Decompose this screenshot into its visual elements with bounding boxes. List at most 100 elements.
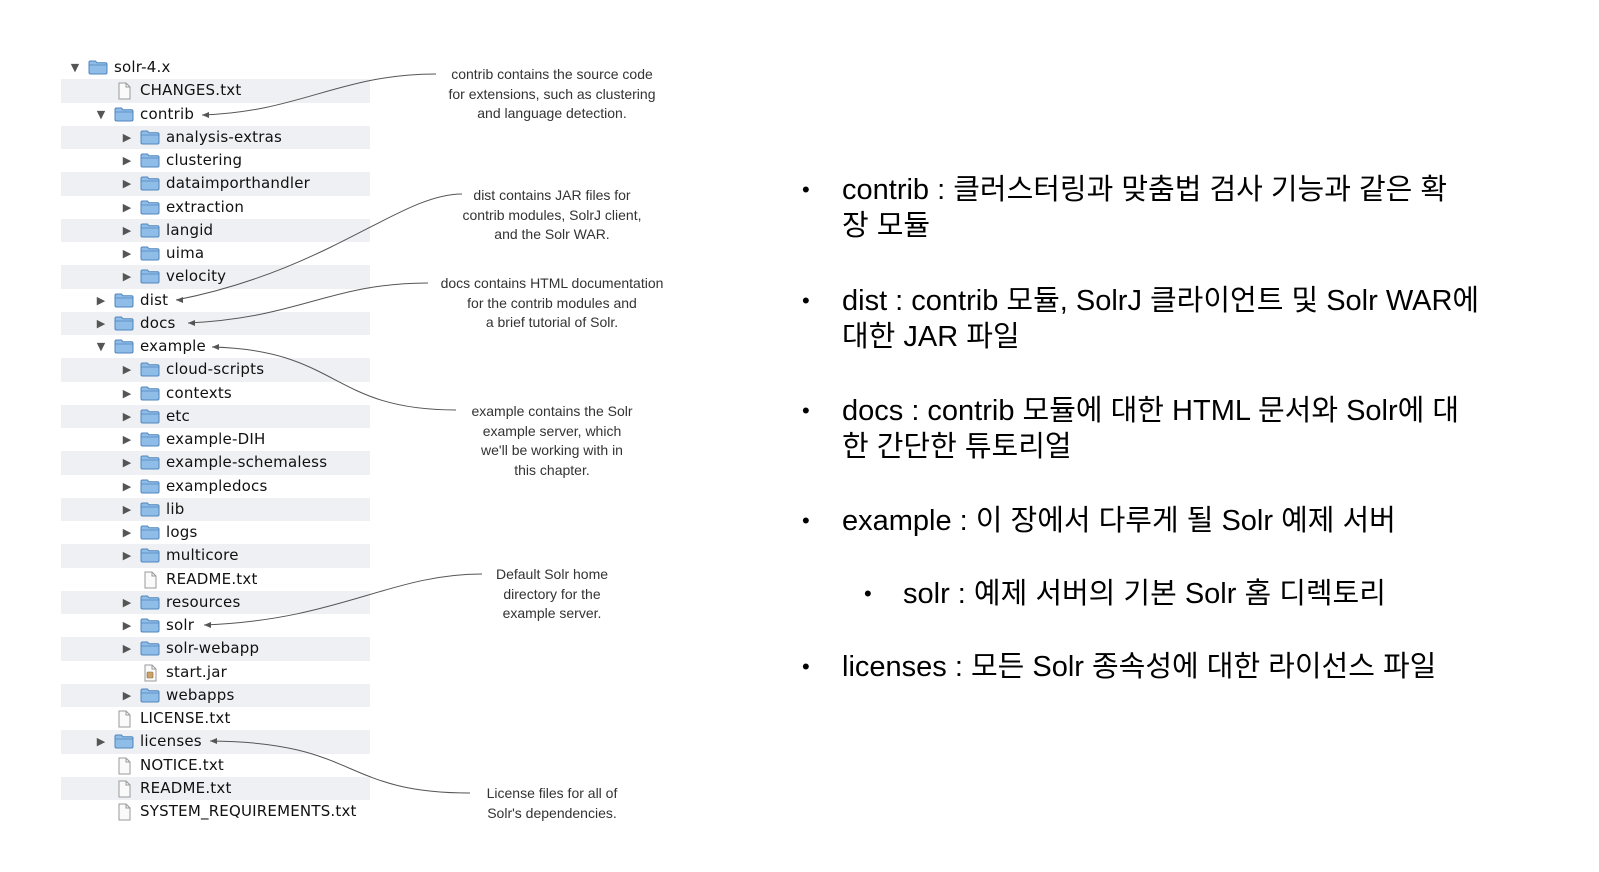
disclosure-closed-icon[interactable]: ▶ bbox=[122, 479, 132, 493]
tree-item-label: clustering bbox=[166, 151, 243, 169]
folder-icon bbox=[140, 199, 160, 215]
disclosure-closed-icon[interactable]: ▶ bbox=[122, 409, 132, 423]
disclosure-closed-icon[interactable]: ▶ bbox=[96, 316, 106, 330]
tree-item-label: multicore bbox=[166, 546, 239, 565]
tree-item-label: webapps bbox=[166, 685, 235, 704]
disclosure-closed-icon[interactable]: ▶ bbox=[122, 456, 132, 470]
tree-row[interactable]: ▶dist bbox=[61, 288, 370, 312]
connector-line bbox=[201, 73, 437, 116]
tree-item-label: SYSTEM_REQUIREMENTS.txt bbox=[140, 802, 357, 820]
arrowhead-icon bbox=[204, 622, 211, 628]
disclosure-closed-icon[interactable]: ▶ bbox=[122, 247, 132, 260]
folder-icon bbox=[140, 361, 160, 377]
callout-line: and the Solr WAR. bbox=[494, 226, 610, 242]
bullet-line: 대한 JAR 파일 bbox=[842, 321, 1020, 353]
tree-row[interactable]: SYSTEM_REQUIREMENTS.txt bbox=[61, 800, 370, 824]
connector-line bbox=[175, 193, 463, 301]
disclosure-open-icon[interactable]: ▼ bbox=[70, 61, 80, 74]
disclosure-closed-icon[interactable]: ▶ bbox=[122, 177, 132, 191]
bullet-item: •example : 이 장에서 다루게 될 Solr 예제 서버 bbox=[800, 503, 1590, 539]
disclosure-closed-icon[interactable]: ▶ bbox=[122, 642, 132, 656]
folder-icon bbox=[140, 268, 160, 284]
connector-line bbox=[211, 346, 457, 411]
callout-line: directory for the bbox=[503, 585, 601, 602]
disclosure-closed-icon[interactable]: ▶ bbox=[122, 595, 132, 609]
tree-item-label: solr-webapp bbox=[166, 639, 260, 658]
tree-item-label: velocity bbox=[166, 267, 227, 286]
disclosure-closed-icon[interactable]: ▶ bbox=[122, 154, 132, 167]
disclosure-closed-icon[interactable]: ▶ bbox=[122, 688, 132, 702]
callout-line: this chapter. bbox=[514, 461, 590, 478]
tree-item-label: NOTICE.txt bbox=[140, 755, 224, 774]
callout-line: example server. bbox=[502, 605, 602, 621]
tree-item-label: example-schemaless bbox=[166, 453, 328, 472]
disclosure-closed-icon[interactable]: ▶ bbox=[122, 200, 132, 214]
tree-item-label: resources bbox=[166, 592, 241, 611]
tree-row[interactable]: ▶ webapps bbox=[61, 683, 370, 707]
tree-item-label: logs bbox=[166, 523, 198, 541]
tree-row[interactable]: ▶ docs bbox=[61, 311, 370, 335]
tree-row[interactable]: ▶solr bbox=[61, 614, 370, 638]
disclosure-open-icon[interactable]: ▼ bbox=[96, 107, 106, 121]
tree-row[interactable]: ▶exampledocs bbox=[61, 474, 370, 498]
tree-row[interactable]: README.txt bbox=[61, 567, 370, 591]
arrowhead-icon bbox=[202, 112, 209, 118]
tree-row[interactable]: ▶ clustering bbox=[61, 149, 370, 173]
tree-row[interactable]: ▶ multicore bbox=[61, 544, 370, 568]
tree-row[interactable]: ▶lib bbox=[61, 497, 370, 521]
disclosure-closed-icon[interactable]: ▶ bbox=[122, 386, 132, 400]
tree-row[interactable]: ▶ example-DIH bbox=[61, 428, 370, 452]
disclosure-closed-icon[interactable]: ▶ bbox=[122, 433, 132, 446]
tree-row[interactable]: ▶ resources bbox=[61, 590, 370, 614]
tree-row[interactable]: CHANGES.txt bbox=[61, 79, 370, 103]
tree-row[interactable]: ▼solr-4.x bbox=[61, 56, 370, 80]
disclosure-open-icon[interactable]: ▼ bbox=[96, 340, 106, 353]
tree-row[interactable]: start.jar bbox=[61, 660, 370, 684]
tree-row[interactable]: ▶etc bbox=[61, 404, 370, 428]
callout-line: contrib contains the source code bbox=[451, 66, 653, 82]
tree-row[interactable]: ▶ logs bbox=[61, 521, 370, 545]
disclosure-closed-icon[interactable]: ▶ bbox=[122, 549, 132, 563]
tree-row[interactable]: ▶dataimporthandler bbox=[61, 172, 370, 196]
tree-row[interactable]: ▶extraction bbox=[61, 195, 370, 219]
disclosure-closed-icon[interactable]: ▶ bbox=[122, 270, 132, 284]
tree-row[interactable]: ▶uima bbox=[61, 242, 370, 266]
tree-row[interactable]: ▶ velocity bbox=[61, 265, 370, 289]
tree-row[interactable]: ▶ analysis-extras bbox=[61, 125, 370, 149]
callout-line: a brief tutorial of Solr. bbox=[485, 314, 619, 330]
tree-row[interactable]: ▶ example-schemaless bbox=[61, 451, 370, 475]
disclosure-closed-icon[interactable]: ▶ bbox=[122, 619, 132, 632]
disclosure-closed-icon[interactable]: ▶ bbox=[122, 363, 132, 377]
connector-line bbox=[203, 573, 483, 626]
tree-row[interactable]: ▶cloud-scripts bbox=[61, 358, 370, 382]
disclosure-closed-icon[interactable]: ▶ bbox=[122, 502, 132, 516]
tree-row[interactable]: ▶contexts bbox=[61, 381, 370, 405]
tree-row[interactable]: ▶langid bbox=[61, 218, 370, 242]
folder-icon bbox=[140, 129, 160, 145]
tree-item-label: docs bbox=[140, 313, 176, 332]
disclosure-closed-icon[interactable]: ▶ bbox=[122, 526, 132, 539]
folder-icon bbox=[140, 175, 160, 191]
disclosure-closed-icon[interactable]: ▶ bbox=[122, 223, 132, 237]
tree-row[interactable]: README.txt bbox=[61, 776, 370, 800]
tree-item-label: README.txt bbox=[140, 778, 232, 797]
folder-icon bbox=[114, 106, 134, 122]
folder-icon bbox=[140, 547, 160, 563]
tree-item-label: analysis-extras bbox=[166, 127, 283, 146]
tree-item-label: licenses bbox=[140, 732, 202, 751]
tree-item-label: README.txt bbox=[166, 569, 258, 588]
disclosure-closed-icon[interactable]: ▶ bbox=[96, 293, 106, 307]
disclosure-closed-icon[interactable]: ▶ bbox=[96, 735, 106, 749]
tree-row[interactable]: LICENSE.txt bbox=[61, 707, 370, 731]
folder-icon bbox=[140, 501, 160, 517]
folder-icon bbox=[88, 59, 108, 75]
arrowhead-icon bbox=[188, 320, 195, 326]
tree-row[interactable]: ▶ solr-webapp bbox=[61, 637, 370, 661]
tree-row[interactable]: NOTICE.txt bbox=[61, 753, 370, 777]
tree-item-label: contrib bbox=[140, 104, 195, 123]
disclosure-closed-icon[interactable]: ▶ bbox=[122, 130, 132, 144]
tree-item-label: example-DIH bbox=[166, 430, 266, 448]
